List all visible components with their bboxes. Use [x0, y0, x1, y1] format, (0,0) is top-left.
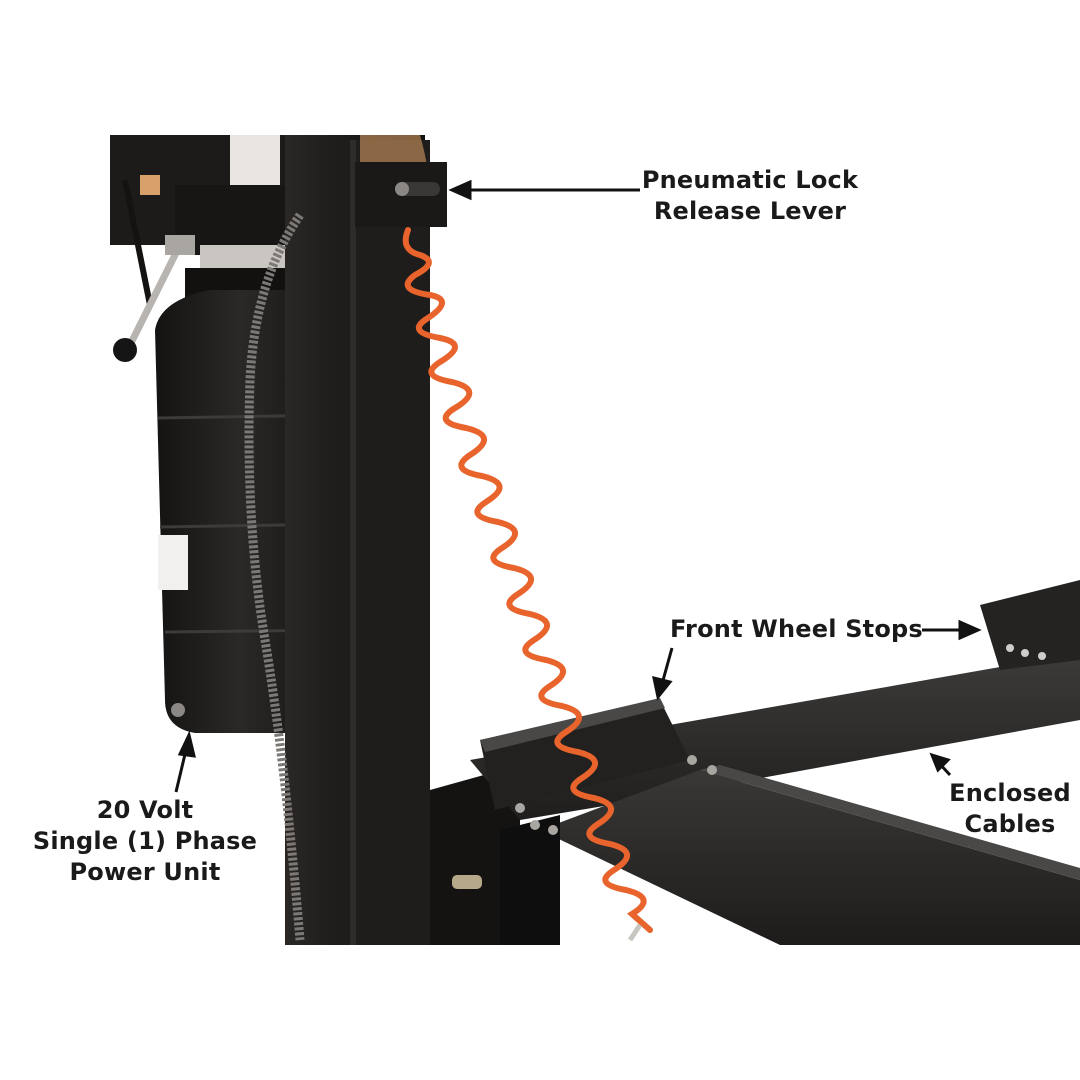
release-handle — [113, 235, 195, 362]
callout-line: Front Wheel Stops — [670, 615, 923, 643]
callout-enclosed-cables: Enclosed Cables — [945, 778, 1075, 840]
callout-power-unit: 20 Volt Single (1) Phase Power Unit — [30, 795, 260, 888]
coiled-air-hose — [402, 227, 653, 933]
callout-line: Release Lever — [653, 197, 847, 225]
callout-arrows — [174, 179, 982, 793]
arrow-head-up-left-icon — [929, 752, 951, 773]
callout-line: 20 Volt — [96, 796, 194, 824]
arrow-head-down-icon — [652, 675, 673, 701]
callout-wheel-stops: Front Wheel Stops — [670, 614, 923, 645]
hose-fitting — [627, 923, 643, 942]
flexible-conduit — [244, 212, 305, 941]
callout-line: Enclosed — [949, 779, 1071, 807]
arrow-head-left-icon — [448, 179, 472, 201]
callout-line: Pneumatic Lock — [641, 166, 859, 194]
motor-housing — [110, 135, 315, 306]
power-unit-arrow — [174, 749, 188, 793]
callout-line: Cables — [964, 810, 1056, 838]
callout-lock-release: Pneumatic Lock Release Lever — [640, 165, 860, 227]
callout-line: Single (1) Phase — [32, 827, 258, 855]
callout-line: Power Unit — [69, 858, 221, 886]
wheel-stop-arrow-left — [660, 647, 674, 685]
arrow-head-right-icon — [958, 619, 982, 641]
lock-release-block — [355, 162, 447, 227]
arrow-head-up-icon — [177, 730, 196, 758]
lift-post — [285, 135, 430, 945]
